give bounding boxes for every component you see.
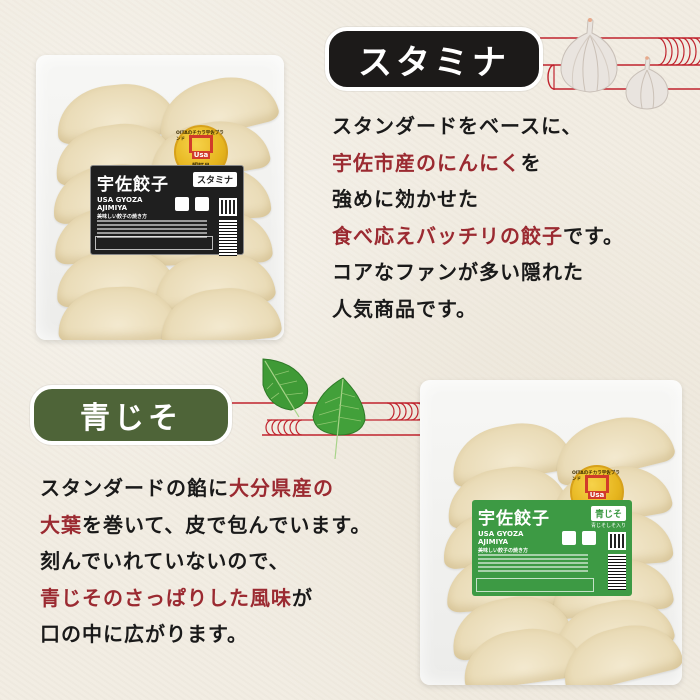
garlic-icon xyxy=(625,56,669,110)
description-text: スタンダードの餡に xyxy=(40,476,229,500)
aojiso-product-package: OITAのチカラ宇佐ブランド Usa 認証品 宇佐餃子 青じそ 青じそしそ入り … xyxy=(420,380,682,685)
highlight-text: 大分県産の xyxy=(229,476,334,500)
stamina-description: スタンダードをベースに、 宇佐市産のにんにくを 強めに効かせた 食べ応えバッチリ… xyxy=(332,108,624,327)
highlight-text: 大葉 xyxy=(40,512,82,537)
description-text: 刻んでいれていないので、 xyxy=(40,549,290,573)
description-text: が xyxy=(292,585,313,610)
description-text: スタンダードをベースに、 xyxy=(332,114,583,138)
description-line: 強めに効かせた xyxy=(332,181,624,218)
microwave-icon xyxy=(582,531,596,545)
highlight-text: 青じそのさっぱりした風味 xyxy=(40,585,292,610)
aojiso-flavor-badge: 青じそ xyxy=(30,385,232,445)
seal-ring-text: OITAのチカラ宇佐ブランド xyxy=(176,131,224,142)
howto-title: 美味しい餃子の焼き方 xyxy=(478,548,529,554)
barcode-icon xyxy=(608,554,626,590)
shiso-leaf-icon xyxy=(262,358,309,418)
romaji-line-1: USA GYOZA xyxy=(478,530,524,538)
package-flavor-tag: 青じそ xyxy=(590,506,626,521)
description-line: 人気商品です。 xyxy=(332,291,624,328)
package-brand-name: 宇佐餃子 xyxy=(478,509,550,529)
highlight-text: 宇佐市産のにんにく xyxy=(332,150,521,175)
description-line: コアなファンが多い隠れた xyxy=(332,254,624,291)
stamina-product-package: OITAのチカラ宇佐ブランド Usa 認証品 宇佐餃子 スタミナ USA GYO… xyxy=(36,55,284,340)
description-text: 人気商品です。 xyxy=(332,296,477,321)
seal-ring-text: OITAのチカラ宇佐ブランド xyxy=(572,471,620,482)
howto-instructions xyxy=(478,554,588,574)
description-line: 青じそのさっぱりした風味が xyxy=(40,580,371,617)
description-line: 刻んでいれていないので、 xyxy=(40,543,371,580)
howto-title: 美味しい餃子の焼き方 xyxy=(97,214,148,220)
seal-mark: Usa xyxy=(587,490,607,499)
description-line: 食べ応えバッチリの餃子です。 xyxy=(332,218,624,255)
romaji-line-1: USA GYOZA xyxy=(97,196,143,204)
frying-pan-icon xyxy=(562,531,576,545)
description-text: 強めに効かせた xyxy=(332,187,479,211)
nutrition-table xyxy=(95,236,213,250)
package-romaji: USA GYOZA AJIMIYA xyxy=(97,196,142,212)
description-text: を xyxy=(520,150,542,175)
seal-mark: Usa xyxy=(191,150,211,159)
qr-code-icon xyxy=(219,198,237,216)
howto-instructions xyxy=(97,220,207,240)
stamina-package-label: 宇佐餃子 スタミナ USA GYOZA AJIMIYA 美味しい餃子の焼き方 xyxy=(90,165,244,256)
garlic-icon xyxy=(560,18,618,93)
description-text: を巻いて、皮で包んでいます。 xyxy=(82,512,372,537)
description-line: 大葉を巻いて、皮で包んでいます。 xyxy=(40,507,371,544)
stamina-badge-label: スタミナ xyxy=(358,42,510,83)
highlight-text: 食べ応えバッチリの餃子 xyxy=(332,223,563,248)
aojiso-package-label: 宇佐餃子 青じそ 青じそしそ入り USA GYOZA AJIMIYA 美味しい餃… xyxy=(472,500,632,596)
romaji-line-2: AJIMIYA xyxy=(478,538,509,546)
package-brand-name: 宇佐餃子 xyxy=(97,175,169,195)
torii-gate-icon xyxy=(189,134,213,153)
description-line: 口の中に広がります。 xyxy=(40,616,371,653)
frying-pan-icon xyxy=(175,197,189,211)
torii-gate-icon xyxy=(585,474,609,493)
description-line: 宇佐市産のにんにくを xyxy=(332,145,624,182)
nutrition-table xyxy=(476,578,594,592)
description-text: コアなファンが多い隠れた xyxy=(332,260,584,284)
romaji-line-2: AJIMIYA xyxy=(97,204,128,212)
shiso-leaf-icon xyxy=(312,377,366,460)
aojiso-description: スタンダードの餡に大分県産の 大葉を巻いて、皮で包んでいます。 刻んでいれていな… xyxy=(40,470,371,653)
package-romaji: USA GYOZA AJIMIYA xyxy=(478,530,523,546)
package-flavor-tag: スタミナ xyxy=(192,172,237,187)
description-text: 口の中に広がります。 xyxy=(40,622,248,646)
description-text: です。 xyxy=(563,223,624,248)
stamina-flavor-badge: スタミナ xyxy=(325,27,543,91)
barcode-icon xyxy=(219,220,237,256)
aojiso-badge-label: 青じそ xyxy=(80,401,182,436)
description-line: スタンダードをベースに、 xyxy=(332,108,624,145)
package-flavor-subtag: 青じそしそ入り xyxy=(590,523,626,529)
microwave-icon xyxy=(195,197,209,211)
description-line: スタンダードの餡に大分県産の xyxy=(40,470,371,507)
qr-code-icon xyxy=(608,532,626,550)
